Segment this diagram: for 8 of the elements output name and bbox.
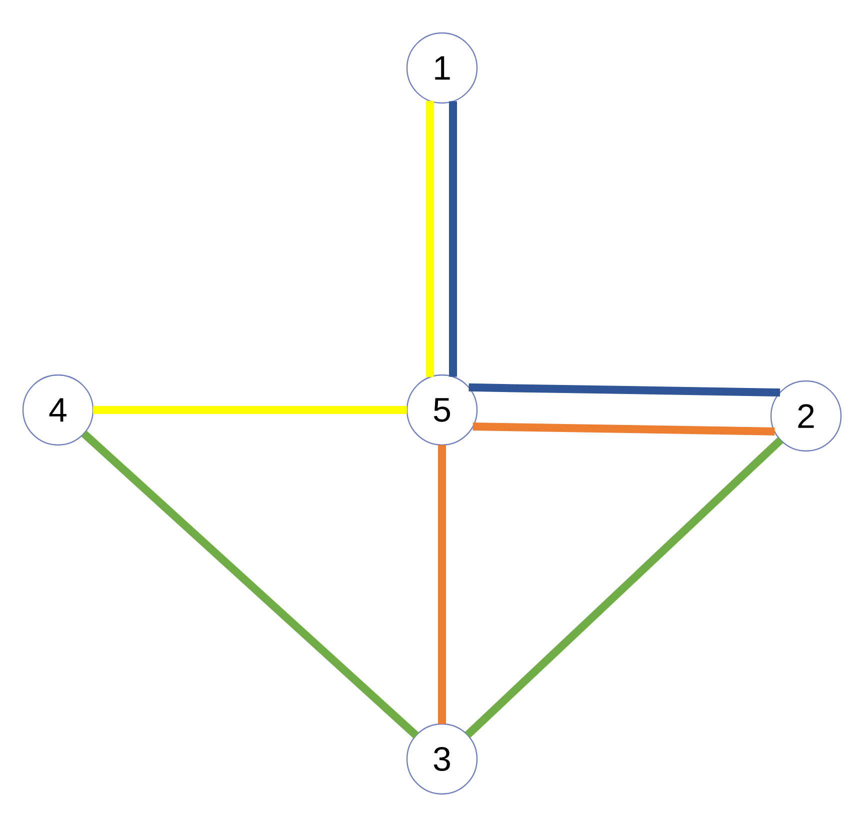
connector-line <box>449 101 457 377</box>
connector-line <box>93 406 407 414</box>
connector-line <box>468 383 780 397</box>
connector-line <box>464 437 784 738</box>
connector-line <box>472 422 775 436</box>
connector-line <box>426 100 434 378</box>
connector-line <box>81 430 419 738</box>
connector-line <box>438 444 446 724</box>
